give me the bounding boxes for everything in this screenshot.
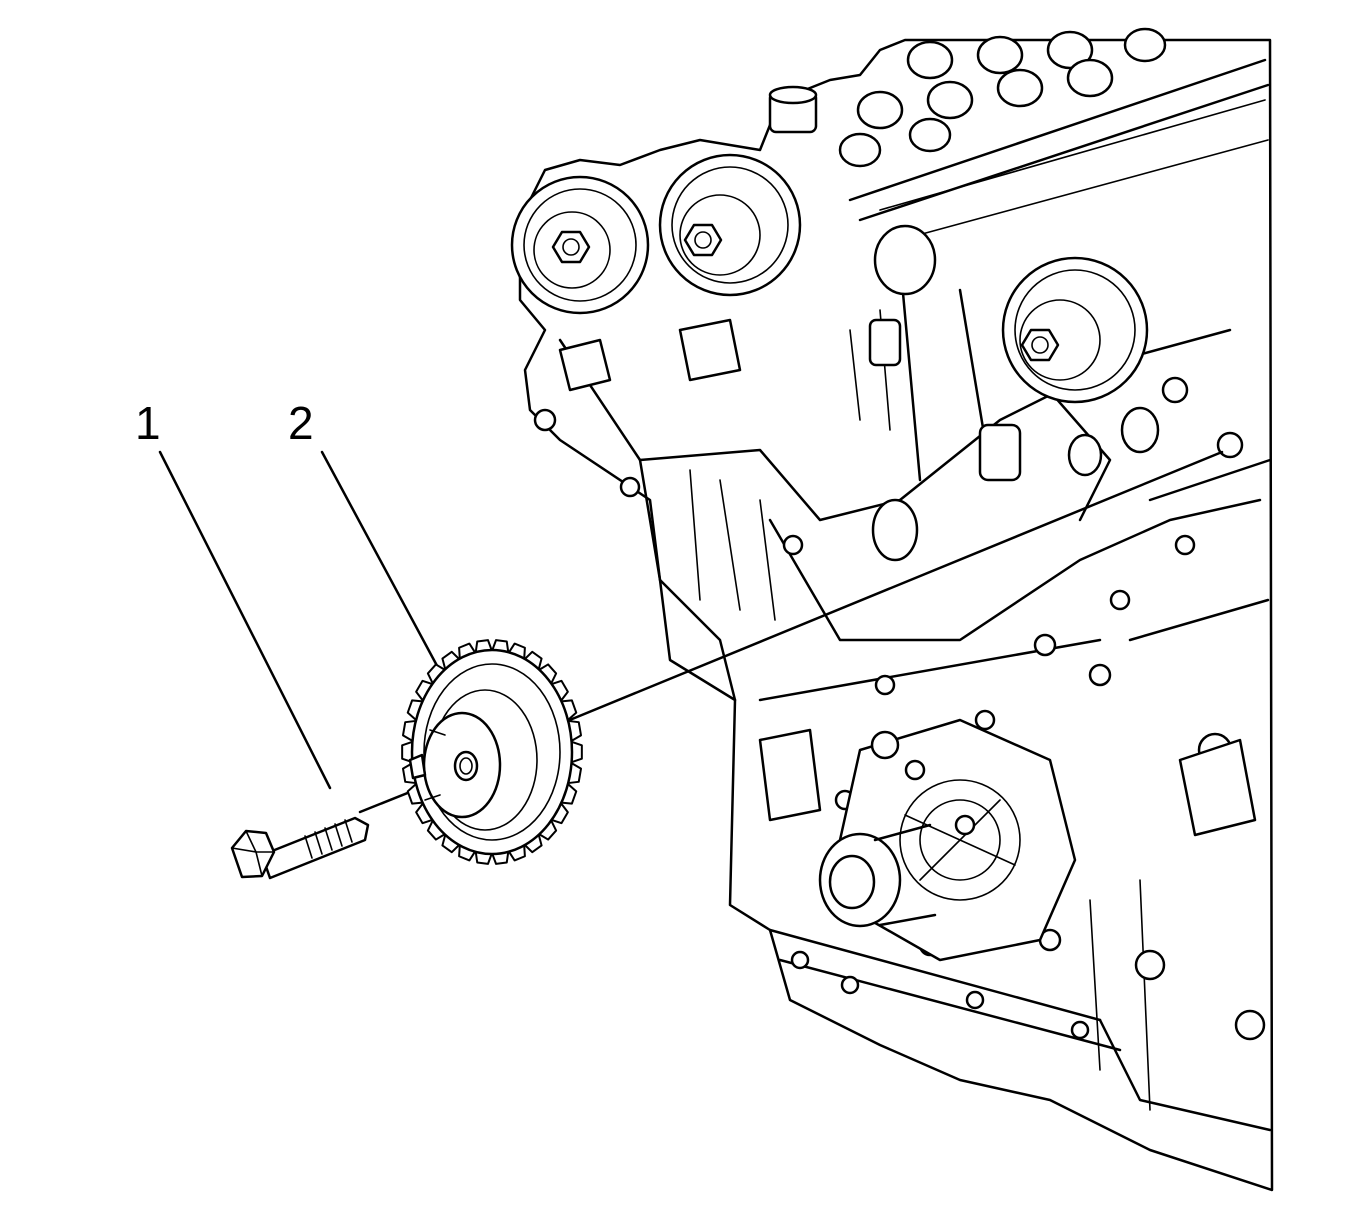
exploded-bolt — [230, 816, 370, 880]
callout-1-label: 1 — [135, 397, 161, 449]
cam-sprocket-center — [1001, 256, 1149, 404]
exploded-sprocket — [401, 639, 583, 865]
block-openings — [558, 224, 1257, 837]
callout-2-label: 2 — [288, 397, 314, 449]
pump-housing — [818, 718, 1077, 962]
cam-sprocket-right-upper — [658, 153, 802, 297]
alignment-lines — [158, 450, 1224, 814]
camshaft-lobes — [768, 27, 1167, 168]
cam-sprocket-left-upper — [510, 175, 650, 315]
